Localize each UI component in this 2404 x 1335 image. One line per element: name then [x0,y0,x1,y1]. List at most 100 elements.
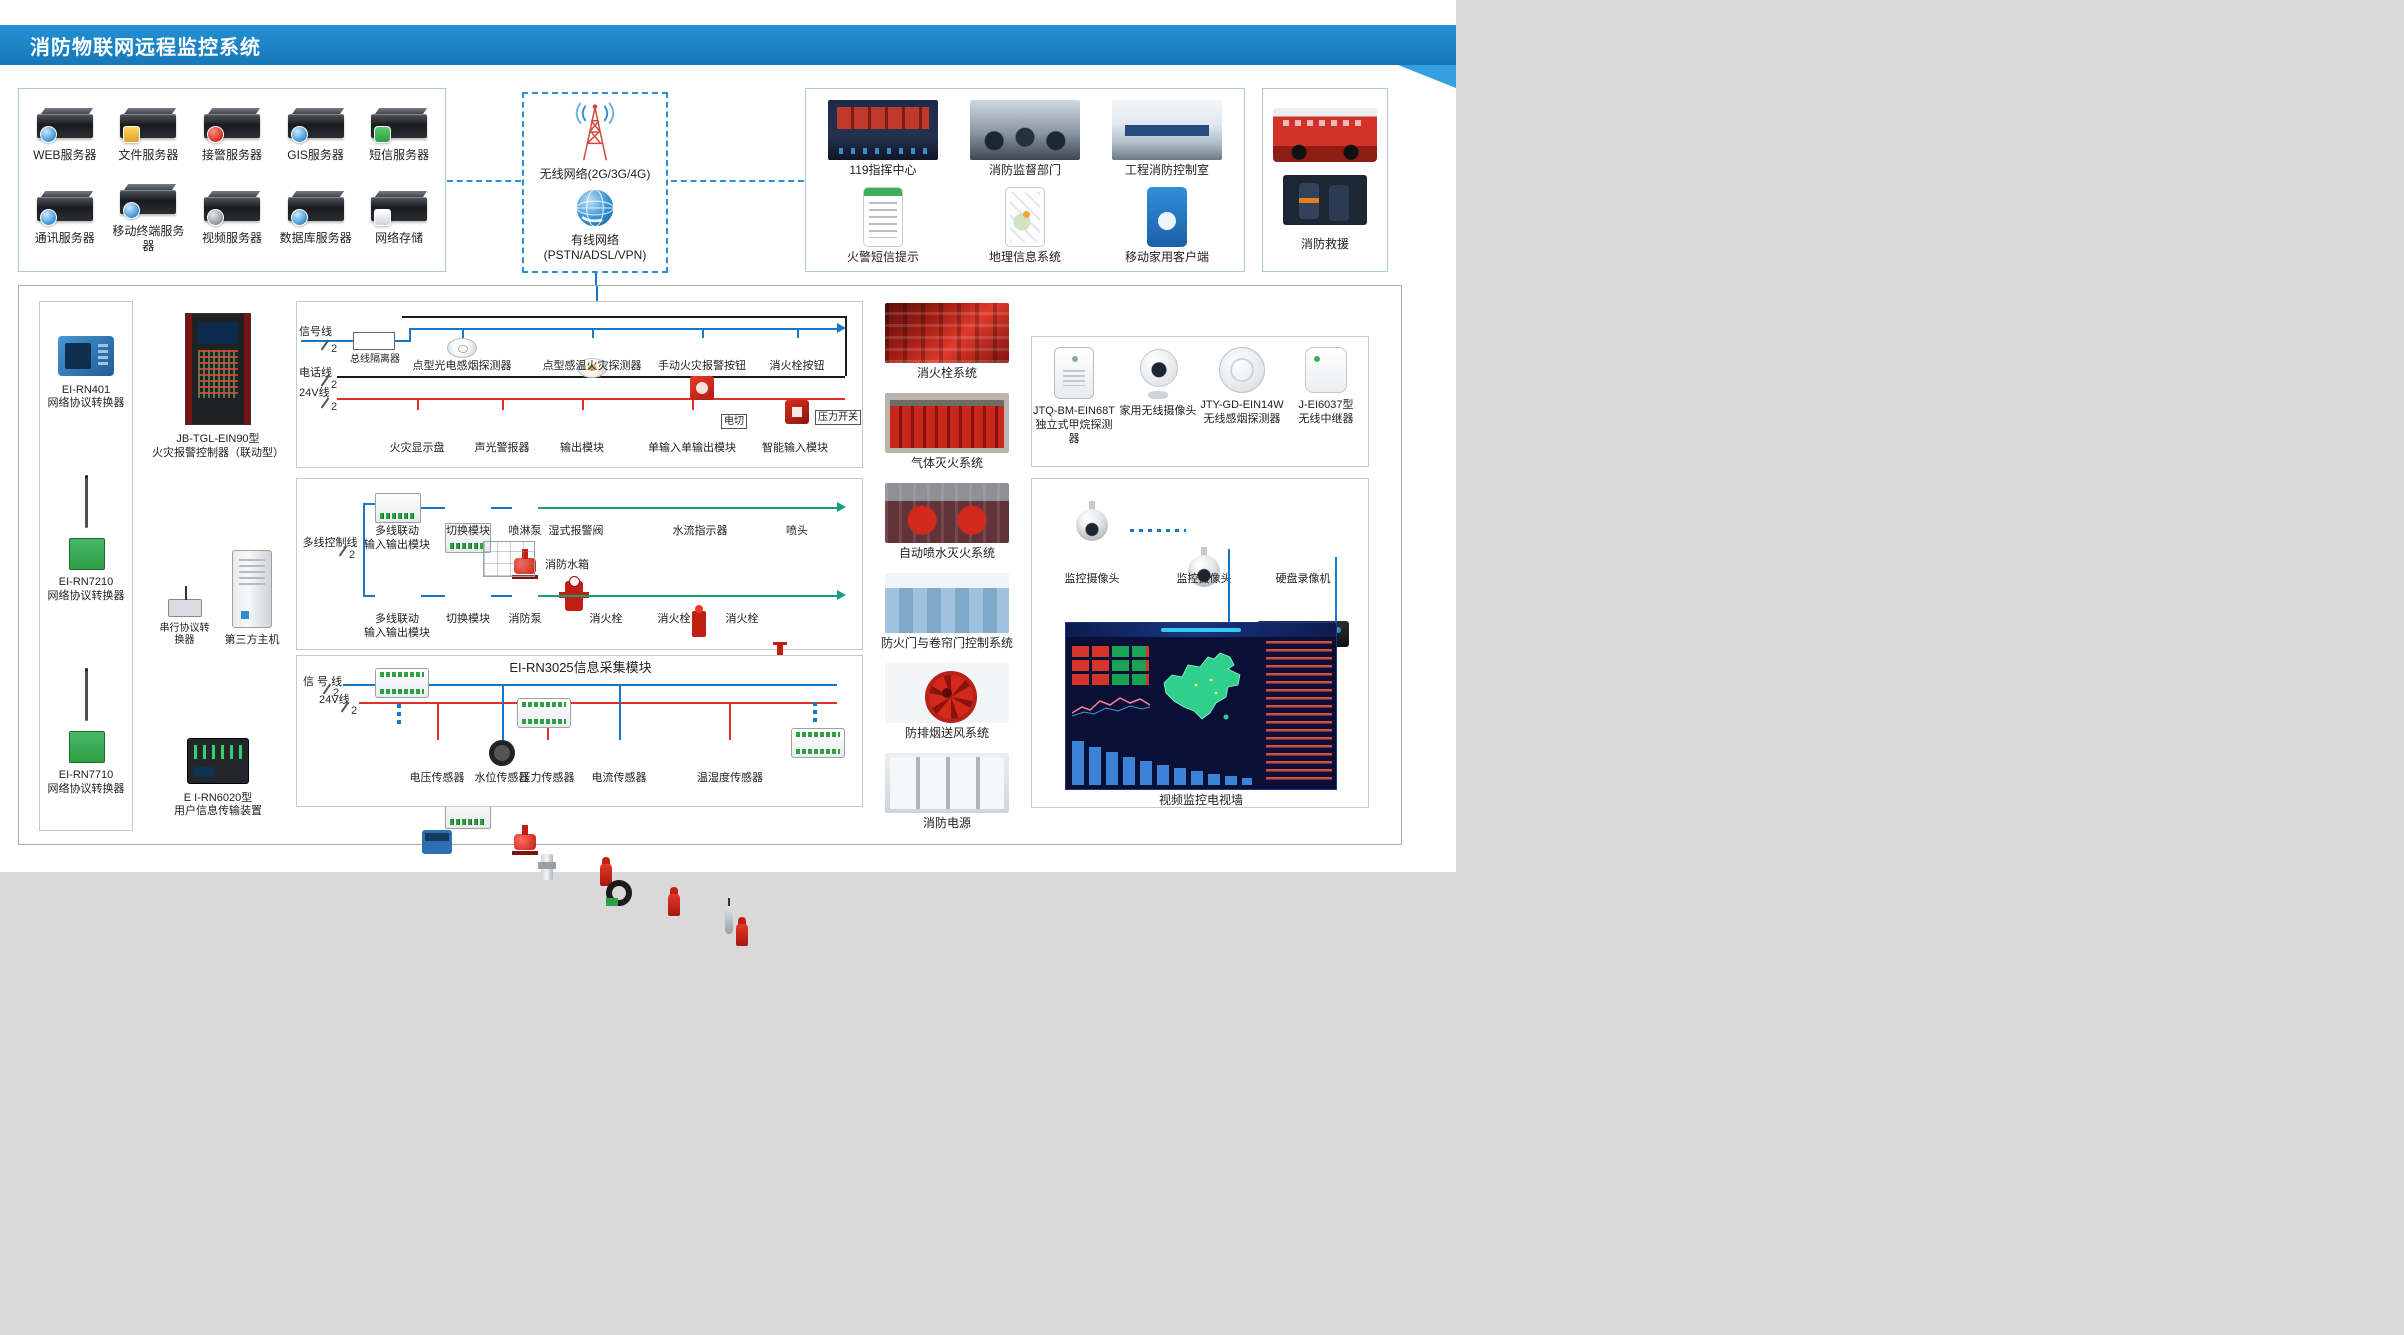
wire [692,398,694,410]
globe-badge-icon [39,126,57,143]
ptz-camera-icon [1072,501,1112,547]
system-item: 气体灭火系统 [876,393,1018,471]
server-label: 短信服务器 [369,148,430,162]
center-label: 地理信息系统 [988,250,1061,264]
bus-isolator-icon [353,332,395,350]
systems-column: 消火栓系统 气体灭火系统 自动喷水灭火系统 防火门与卷帘门控制系统 防排烟送风系… [876,303,1018,831]
globe-badge-icon [290,209,308,226]
wire [337,398,845,400]
collector-module-icon [517,698,571,728]
server-icon [371,197,428,226]
fire-alarm-controller-icon [185,313,251,425]
ei-rn7710-device-icon [61,670,111,763]
server-icon [120,114,177,143]
tank-label: 消防水箱 [545,559,589,571]
signal-line-label: 信 号 线 [303,676,343,688]
control-room-photo [1112,100,1222,160]
fire-alarm-controller-item: JB-TGL-EIN90型 火灾报警控制器（联动型） [152,313,284,461]
network-panel: 无线网络(2G/3G/4G) 有线网络(PSTN/ADSL/VPN) [522,92,668,273]
converter-label: EI-RN7210 网络协议转换器 [47,576,125,602]
voltage-sensor-icon [422,830,452,854]
manual-call-point-icon [690,376,714,400]
server-item: 移动终端服务器 [107,180,191,263]
rescue-label: 消防救援 [1300,237,1349,252]
wire [359,702,837,704]
wireless-antenna-icon [575,101,615,160]
ptz-camera-icon [1184,547,1224,593]
sensor-label: 电压传感器 [409,772,465,784]
wireless-repeater-icon [1305,347,1347,393]
wire [409,328,837,330]
wire [595,273,597,286]
wire [596,286,598,301]
user-info-transmitter-item: E I-RN6020型 用户信息传输装置 [174,737,262,820]
current-sensor-icon [606,880,632,906]
reel-badge-icon [206,209,224,226]
center-label: 119指挥中心 [849,163,917,177]
command-center-photo [828,100,938,160]
wire [343,684,837,686]
server-icon [203,197,260,226]
device-label: 手动火灾报警按钮 [658,360,746,372]
server-icon [36,114,93,143]
system-item: 消防电源 [876,753,1018,831]
fire-door-system-photo [885,573,1009,633]
pressure-sensor-icon [538,854,556,880]
wire [417,398,419,410]
signal-line-label: 信号线 [299,326,332,338]
supervision-dept-photo [970,100,1080,160]
fire-hydrant-icon [597,857,615,887]
sensor-label: 温湿度传感器 [697,772,763,784]
folder-badge-icon [123,126,141,143]
server-item: 通讯服务器 [23,180,107,263]
center-item: 地理信息系统 [954,180,1096,267]
device-label: 切换模块 [446,613,490,625]
collector-module-icon [791,728,845,758]
sensor-label: 水位传感器 [474,772,530,784]
wireless-device-label: JTQ-BM-EIN68T 独立式甲烷探测器 [1033,405,1115,445]
server-item: 接警服务器 [190,97,274,180]
wire [363,503,375,505]
converter-item: EI-RN401 网络协议转换器 [47,335,125,412]
server-item: 数据库服务器 [274,180,358,263]
continuation-dots [813,702,817,724]
wire [402,316,845,318]
video-surveillance-panel: 监控摄像头 监控摄像头 硬盘录像机 [1031,478,1369,808]
main-system-panel: EI-RN401 网络协议转换器 EI-RN7210 网络协议转换器 EI-RN… [18,285,1402,946]
system-label: 防排烟送风系统 [904,726,989,740]
arrowhead [837,590,846,600]
alarm-loop-panel: 2 2 2 信号线 总线隔离器 电话线 24V线 点型光电感烟探测器 点型感温火… [296,301,863,625]
wire [845,316,847,376]
wireless-device-label: J-EI6037型 无线中继器 [1298,399,1354,425]
server-item: GIS服务器 [274,97,358,180]
fire-hydrant-icon [733,917,751,947]
status-tiles [1072,643,1150,685]
centers-panel: 119指挥中心 消防监督部门 工程消防控制室 火警短信提示 地理信息系统 移动家… [805,88,1245,272]
server-label: 文件服务器 [118,148,179,162]
wire [363,503,365,597]
bar-chart [1072,741,1252,785]
serial-converter-item: 串行协议转换器 [157,585,213,648]
system-item: 防火门与卷帘门控制系统 [876,573,1018,651]
fire-truck-photo [1273,107,1377,162]
gis-doc-photo [1005,187,1045,247]
server-label: 通讯服务器 [34,231,95,245]
servers-panel: WEB服务器 文件服务器 接警服务器 GIS服务器 短信服务器 通讯服务器 移动… [18,88,446,272]
center-label: 工程消防控制室 [1124,163,1209,177]
device-label: 多线联动 输入输出模块 [364,613,430,639]
sprinkler-head-icon [773,642,787,659]
system-label: 防火门与卷帘门控制系统 [880,636,1013,650]
device-label: 消火栓 [725,613,759,625]
wireless-device-item: 家用无线摄像头 [1116,347,1200,419]
converter-label: EI-RN401 网络协议转换器 [47,383,125,410]
page-header: 消防物联网远程监控系统 [0,25,1456,65]
third-party-host-item: 第三方主机 [225,550,280,648]
loop-count-tick: 2 [321,343,337,355]
protocol-converters-panel: EI-RN401 网络协议转换器 EI-RN7210 网络协议转换器 EI-RN… [39,301,133,831]
third-party-host-icon [232,550,272,629]
server-item: 网络存储 [357,180,441,263]
system-item: 消火栓系统 [876,303,1018,381]
center-item: 火警短信提示 [812,180,954,267]
wireless-network-label: 无线网络(2G/3G/4G) [539,167,651,182]
wire [491,507,512,509]
